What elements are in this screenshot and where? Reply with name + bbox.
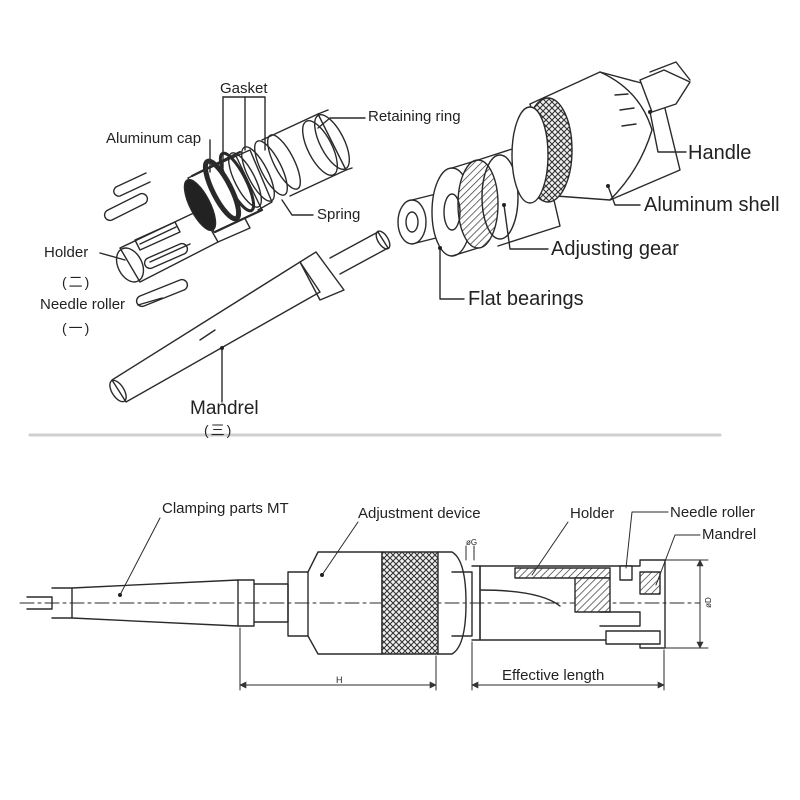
- label-mandrel: Mandrel: [190, 398, 259, 419]
- label-section-holder: Holder: [570, 505, 615, 522]
- label-section-mandrel: Mandrel: [702, 526, 757, 543]
- label-effective-length: Effective length: [502, 667, 605, 684]
- needle-roller-pins: [103, 172, 189, 308]
- label-aluminum-shell: Aluminum shell: [644, 194, 780, 216]
- leader-dot: [606, 184, 610, 188]
- mandrel-shaft: [109, 230, 391, 403]
- label-retaining-ring: Retaining ring: [368, 108, 461, 125]
- handle-stub: [639, 61, 691, 113]
- dimension-lines: [239, 545, 709, 691]
- label-adjustment-device: Adjustment device: [358, 505, 481, 522]
- label-holder: Holder: [44, 244, 89, 261]
- label-section-needle-roller: Needle roller: [670, 504, 756, 521]
- morse-taper: [26, 579, 255, 627]
- adjusting-gear-ring: [431, 159, 499, 257]
- label-spring: Spring: [317, 206, 361, 223]
- leader-dot: [438, 246, 442, 250]
- leader-dot: [502, 203, 506, 207]
- label-clamping-parts: Clamping parts MT: [162, 500, 289, 517]
- leader-dot: [320, 573, 324, 577]
- leader-dot: [118, 593, 122, 597]
- retaining-tube: [261, 109, 353, 197]
- aluminum-shell-body: [511, 71, 681, 204]
- label-flat-bearings: Flat bearings: [468, 288, 584, 310]
- label-adjusting-gear: Adjusting gear: [551, 238, 679, 260]
- label-dim-g: øG: [466, 538, 478, 547]
- holder-section: [471, 559, 666, 649]
- label-holder-sub: (二): [62, 274, 92, 290]
- adjustment-body: [253, 551, 473, 655]
- label-mandrel-sub: (三): [204, 422, 234, 438]
- leader-dot: [220, 346, 224, 350]
- label-dim-d: øD: [703, 597, 713, 608]
- label-needle-roller: Needle roller: [40, 296, 126, 313]
- label-dim-h: H: [336, 675, 343, 685]
- label-handle: Handle: [688, 142, 752, 164]
- label-needle-roller-sub: (一): [62, 320, 92, 336]
- label-aluminum-cap: Aluminum cap: [106, 130, 202, 147]
- leader-dot: [648, 110, 652, 114]
- label-gasket: Gasket: [220, 80, 268, 97]
